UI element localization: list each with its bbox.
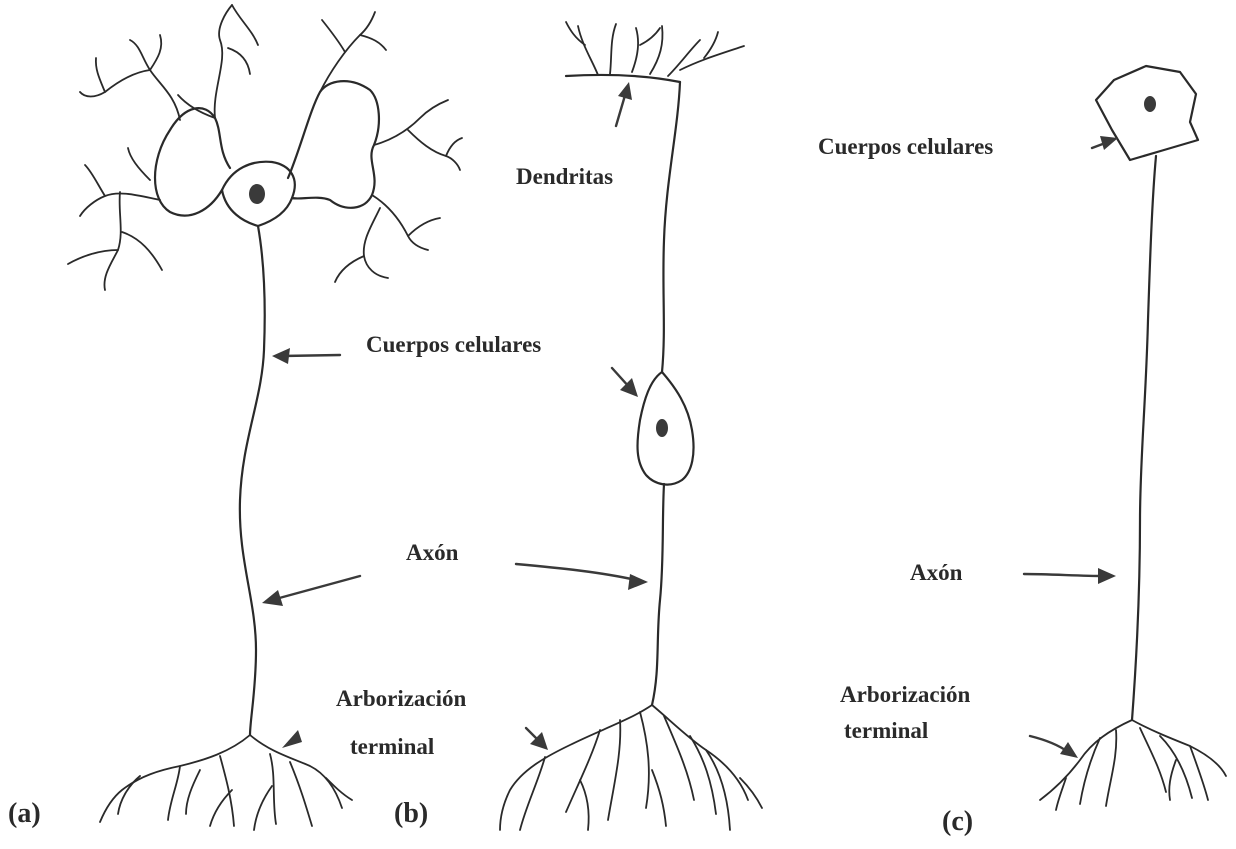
arrow-c-axon xyxy=(1024,568,1116,584)
neuron-a-dendrite-branch xyxy=(215,5,232,118)
neuron-c-terminal xyxy=(1132,720,1226,776)
neuron-b-terminal xyxy=(740,778,762,808)
neuron-a-dendrite-branch xyxy=(232,5,258,45)
neuron-a-dendrite-branch xyxy=(128,148,150,180)
arrow-c-terminal xyxy=(1030,736,1078,758)
panel-tag-a: (a) xyxy=(8,798,41,829)
neuron-a-dendrite-branch xyxy=(360,35,386,50)
neuron-a-dendrite-branch xyxy=(446,138,462,156)
neuron-a-terminal xyxy=(118,776,140,814)
neuron-c-terminal xyxy=(1106,730,1116,806)
neuron-a-axon xyxy=(240,226,265,735)
neuron-c-soma xyxy=(1096,66,1198,160)
label-axon-middle: Axón xyxy=(406,540,459,565)
neuron-b-terminal xyxy=(500,705,652,830)
neuron-b-axon xyxy=(652,484,664,705)
neuron-b-dendrite xyxy=(704,32,718,58)
arrow-a-cell-body xyxy=(272,348,340,364)
panel-tag-b: (b) xyxy=(394,798,428,829)
neuron-a-dendrite-branch xyxy=(408,218,440,236)
neuron-a-dendrite-branch xyxy=(96,58,105,92)
neuron-a-dendrite-branch xyxy=(228,48,250,74)
label-arborizacion-middle: Arborización xyxy=(336,686,467,711)
neuron-b-terminal xyxy=(706,750,730,830)
arrow-b-axon xyxy=(516,564,648,590)
neuron-a-dendrite-branch xyxy=(85,165,105,196)
neuron-c-terminal xyxy=(1169,760,1176,800)
neuron-a-dendrite-branch xyxy=(122,232,162,270)
neuron-b-dendrite xyxy=(632,28,638,72)
label-dendritas: Dendritas xyxy=(516,164,613,189)
neuron-a-terminal xyxy=(168,766,180,820)
neuron-b-dendrite xyxy=(640,28,660,45)
label-cuerpos-celulares-right: Cuerpos celulares xyxy=(818,134,993,159)
neuron-b-terminal xyxy=(520,757,545,830)
neuron-a-terminal xyxy=(186,770,200,814)
neuron-a-terminal xyxy=(326,778,352,800)
neuron-b-dendrite xyxy=(680,46,744,70)
label-cuerpos-celulares-middle: Cuerpos celulares xyxy=(366,332,541,357)
neuron-a-terminal xyxy=(254,786,272,830)
neuron-a-dendrite-branch xyxy=(372,195,428,250)
neuron-b-dendrite xyxy=(578,26,598,75)
neuron-a-dendrite-branch xyxy=(68,250,118,264)
neuron-a-dendrite-branch xyxy=(374,100,448,145)
label-arborizacion-right: Arborización xyxy=(840,682,971,707)
neuron-b-dendrite-base xyxy=(566,75,680,82)
neuron-a-dendrite-branch xyxy=(364,208,388,278)
neuron-a-dendrite-branch xyxy=(104,192,120,290)
neuron-b-nucleus xyxy=(656,419,668,437)
neuron-a-dendrite-branch xyxy=(150,35,161,70)
neuron-a-nucleus xyxy=(249,184,265,204)
neuron-b-terminal xyxy=(640,712,649,808)
neuron-a-terminal xyxy=(290,762,312,826)
neuron-c-terminal xyxy=(1040,720,1132,800)
arrow-b-terminal xyxy=(526,728,548,750)
neuron-a-dendrite-lobe-left xyxy=(155,108,230,215)
neuron-a-dendrite-branch xyxy=(408,130,460,170)
neuron-a-dendrite-branch xyxy=(335,256,364,282)
neuron-b xyxy=(500,22,762,830)
arrow-b-dendrites xyxy=(616,82,632,126)
label-axon-right: Axón xyxy=(910,560,963,585)
neuron-b-terminal xyxy=(652,770,666,826)
neuron-a-dendrite-branch xyxy=(320,12,375,92)
neuron-a-dendrite-branch xyxy=(130,40,180,120)
neuron-b-dendrite xyxy=(668,40,700,76)
neuron-a-dendrite-branch xyxy=(80,70,150,97)
arrow-c-cell-body xyxy=(1092,136,1118,150)
label-terminal-right: terminal xyxy=(844,718,928,743)
neuron-c-nucleus xyxy=(1144,96,1156,112)
arrow-a-terminal xyxy=(282,730,302,748)
neuron-c-axon xyxy=(1132,156,1156,720)
arrow-b-cell-body xyxy=(612,368,638,397)
neuron-a-dendrite-branch xyxy=(322,20,345,52)
neuron-c xyxy=(1024,66,1226,810)
neuron-b-terminal xyxy=(580,780,589,830)
neuron-b-dendrite xyxy=(610,24,616,74)
neuron-a-terminal xyxy=(250,735,342,808)
neuron-b-dendrite-shaft xyxy=(662,82,680,372)
arrow-a-axon xyxy=(262,576,360,606)
neuron-a-terminal xyxy=(100,735,250,822)
neuron-a-dendrite-lobe-right xyxy=(288,81,379,208)
neuron-b-terminal xyxy=(608,720,620,820)
label-terminal-middle: terminal xyxy=(350,734,434,759)
neuron-a-terminal xyxy=(210,790,232,826)
panel-tag-c: (c) xyxy=(942,806,973,837)
neuron-b-terminal xyxy=(566,730,600,812)
